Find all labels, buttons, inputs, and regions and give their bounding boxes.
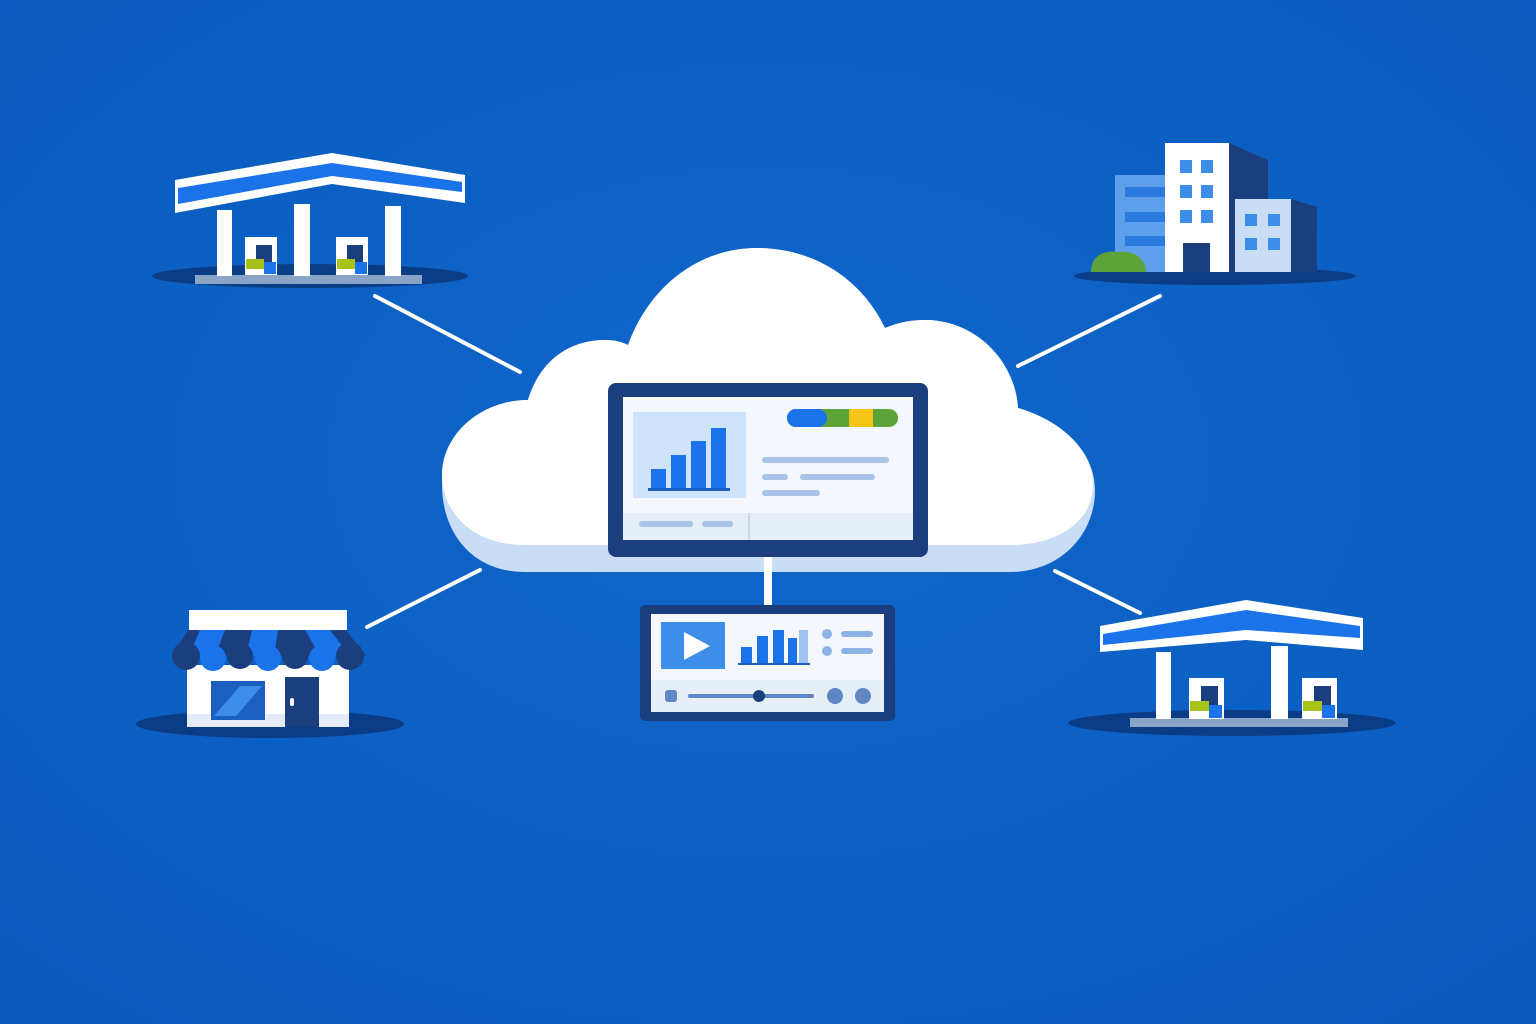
status-bar xyxy=(787,409,898,427)
office-building-icon xyxy=(1074,143,1356,285)
gas-station-icon xyxy=(1068,600,1396,736)
slider-handle xyxy=(753,690,765,702)
storefront-icon xyxy=(136,610,404,738)
connectors xyxy=(365,294,1162,629)
progress-slider xyxy=(688,694,814,698)
gas-station-icon xyxy=(152,153,468,288)
connector-line xyxy=(1016,294,1162,368)
connector-line xyxy=(365,568,482,629)
play-icon xyxy=(684,632,710,660)
connector-line xyxy=(373,294,522,374)
connector-line xyxy=(1053,569,1142,615)
monitor-stem xyxy=(764,557,772,605)
bar-chart-icon xyxy=(738,630,810,665)
dashboard-monitor-icon xyxy=(608,383,928,557)
media-player-panel-icon xyxy=(640,605,895,721)
bar-chart-icon xyxy=(648,428,730,491)
